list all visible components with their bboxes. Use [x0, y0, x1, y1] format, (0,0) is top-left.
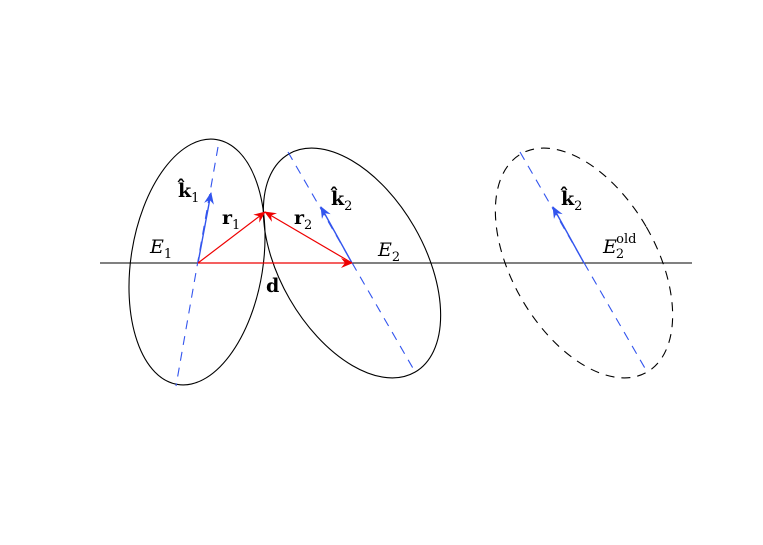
label-k2-old: k̂2 — [560, 186, 583, 214]
ellipse-e2-old — [494, 147, 674, 379]
label-e2-old: E2old — [602, 232, 636, 262]
label-r1: r1 — [222, 207, 240, 233]
label-d: d — [266, 275, 279, 297]
k2-vector — [320, 206, 353, 264]
label-e1: E1 — [149, 236, 172, 262]
ellipse-e2-old-major-axis — [519, 151, 647, 371]
k2-old-vector — [552, 206, 585, 264]
label-r2: r2 — [294, 207, 312, 233]
r2-vector — [264, 211, 353, 264]
label-k1: k̂1 — [177, 178, 200, 206]
ellipse-e1 — [128, 138, 266, 386]
label-k2: k̂2 — [330, 186, 353, 214]
ellipse-e2-major-axis — [287, 151, 415, 371]
ellipse-e1-major-axis — [175, 146, 219, 387]
k1-vector — [197, 192, 214, 264]
r1-vector — [197, 211, 266, 264]
label-e2: E2 — [377, 239, 400, 265]
